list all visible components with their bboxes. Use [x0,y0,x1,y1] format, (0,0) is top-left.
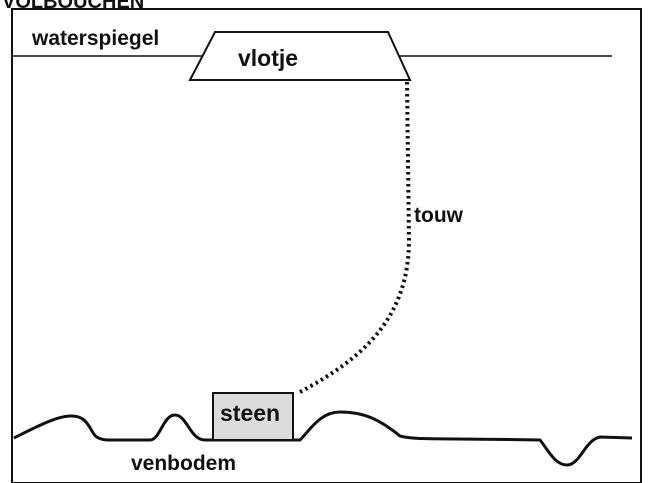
raft-label: vlotje [238,45,298,71]
diagram-frame [11,8,642,483]
rope-label: touw [414,204,464,227]
lake-bottom-line [13,410,633,467]
water-surface-label: waterspiegel [31,27,159,50]
bottom-label: venbodem [131,452,236,475]
top-fragment-text: VOLBOUCHEN [2,0,144,13]
rope-line [299,81,412,394]
stone-block [212,392,294,441]
stone-label: steen [220,400,280,426]
raft-shape [188,31,412,81]
